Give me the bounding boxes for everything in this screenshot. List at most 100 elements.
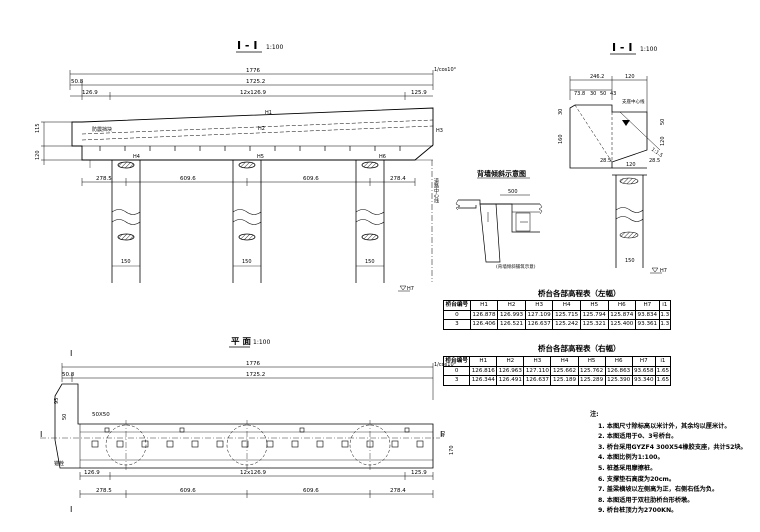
th: H5 [579, 300, 609, 311]
section-side-title-text: I - I [612, 41, 632, 54]
side-d4: 30 [590, 91, 596, 97]
table-left-title: 桥台各部高程表（左幅） [538, 289, 621, 298]
plan-title: 平 面 1:100 [229, 337, 270, 348]
table-left-header: 桥台编号 H1 H2 H3 H4 H5 H6 H7 i1 [443, 300, 672, 311]
dim-pier1: 278.5 [96, 176, 112, 182]
plan-lower-dims [79, 472, 434, 498]
notes: 注: 1. 本图尺寸除标高以米计外，其余均以厘米计。 2. 本图适用于0、3号桥… [590, 410, 747, 517]
plan-dim-inner: 1725.2 [246, 372, 265, 378]
dim-h120: 120 [35, 150, 41, 160]
plan-dim-total: 1776 [246, 361, 260, 367]
dim-col1: 150 [121, 259, 131, 265]
dim-left-edge: 50.8 [71, 79, 84, 85]
side-col-width: 150 [625, 258, 635, 264]
note-item: 4. 本图比例为1:100。 [598, 454, 664, 462]
side-d2: 120 [625, 74, 635, 80]
td: 125.715 [552, 309, 581, 321]
td: 93.658 [631, 365, 656, 377]
dim-span-mid: 12x126.9 [240, 90, 266, 96]
td: 125.390 [604, 375, 633, 386]
td: 93.340 [631, 375, 656, 386]
note-item: 6. 支撑垫石高度为20cm。 [598, 475, 676, 483]
td: 126.963 [496, 365, 525, 377]
label-h6: H6 [379, 154, 386, 160]
note-item: 7. 盖梁横坡以左侧高为正，右侧右低为负。 [598, 486, 719, 494]
label-h5: H5 [257, 154, 264, 160]
td: 1.3 [658, 309, 672, 321]
th: i1 [658, 300, 672, 311]
td: 126.863 [604, 365, 633, 377]
td: 1.3 [658, 319, 672, 330]
side-w1: 120 [626, 162, 636, 168]
section-side-scale: 1:100 [640, 46, 657, 53]
dim-span-left: 126.9 [82, 90, 98, 96]
detail-drawing [455, 194, 543, 263]
note-item: 5. 桩基采用摩擦桩。 [598, 464, 657, 472]
plan-pier4: 278.4 [390, 488, 406, 494]
plan-pier3: 609.6 [303, 488, 319, 494]
td: 0 [443, 309, 471, 321]
plan-pad: 50X50 [92, 412, 110, 418]
table-right: 桥台编号 H1 H2 H3 H4 H5 H6 H7 i1 0 126.816 1… [442, 356, 672, 386]
label-h3: H3 [436, 128, 443, 134]
plan-bearing-pads [91, 427, 424, 448]
dim-h115: 115 [35, 123, 41, 133]
td: 126.521 [497, 319, 526, 330]
plan-scale: 1:100 [253, 339, 270, 346]
section-mark-left: I [40, 430, 42, 439]
td: 126.637 [523, 375, 552, 386]
td: 127.110 [523, 365, 552, 377]
label-h4: H4 [133, 154, 140, 160]
dim-slope: 1/cos10° [434, 67, 457, 73]
side-d6: 43 [610, 91, 616, 97]
pier-dim-lines [81, 178, 416, 186]
th: H2 [496, 356, 525, 367]
label-h7: H7 [407, 286, 414, 292]
section-mark-bottom: I [70, 505, 72, 514]
column-2 [232, 160, 262, 283]
th: H7 [635, 300, 660, 311]
table-row: 0 126.816 126.963 127.110 125.662 125.76… [442, 365, 672, 377]
th: H4 [550, 356, 579, 367]
th: H2 [497, 300, 526, 311]
section-side-title: I - I 1:100 [610, 41, 657, 55]
plan-anchor: 锚栓 [54, 460, 64, 467]
th: H3 [523, 356, 552, 367]
column-3 [355, 160, 385, 283]
plan-pier2: 609.6 [180, 488, 196, 494]
plan-span-right: 125.9 [411, 470, 427, 476]
section-main-dimensions [69, 70, 434, 100]
plan-outline [40, 383, 440, 472]
plan-side-c: 40 [441, 431, 447, 437]
td: 125.662 [550, 365, 579, 377]
th: 桥台编号 [442, 356, 471, 367]
side-dim-lines [41, 121, 82, 165]
plan-dimensions [61, 363, 434, 400]
th: H5 [577, 356, 606, 367]
dim-pier4: 278.4 [390, 176, 406, 182]
note-item: 2. 本图适用于0、3号桥台。 [598, 433, 678, 441]
side-h4: 120 [660, 136, 666, 146]
side-view [569, 76, 661, 268]
side-d5: 50 [600, 91, 606, 97]
th: H3 [524, 300, 554, 311]
table-left: 桥台编号 H1 H2 H3 H4 H5 H6 H7 i1 0 126.878 1… [443, 300, 672, 330]
th: H7 [631, 356, 656, 367]
td: 126.637 [524, 319, 554, 330]
td: 93.834 [635, 309, 660, 321]
td: 1.65 [654, 375, 672, 386]
td: 125.289 [577, 375, 606, 386]
label-deck: 防震挡块 [92, 126, 112, 133]
plan-span-left: 126.9 [84, 470, 100, 476]
side-d1: 246.2 [590, 74, 604, 80]
side-d3: 73.8 [574, 91, 585, 97]
note-item: 9. 桥台桩顶力为2700KN。 [598, 507, 678, 515]
td: 126.491 [496, 375, 525, 386]
dim-pier3: 609.6 [303, 176, 319, 182]
side-w3: 28.5 [649, 158, 660, 164]
side-w2: 28.5 [600, 158, 611, 164]
plan-span-mid: 12x126.9 [240, 470, 266, 476]
td: 125.321 [579, 319, 609, 330]
table-row: 0 126.878 126.993 127.109 125.715 125.79… [443, 309, 672, 321]
